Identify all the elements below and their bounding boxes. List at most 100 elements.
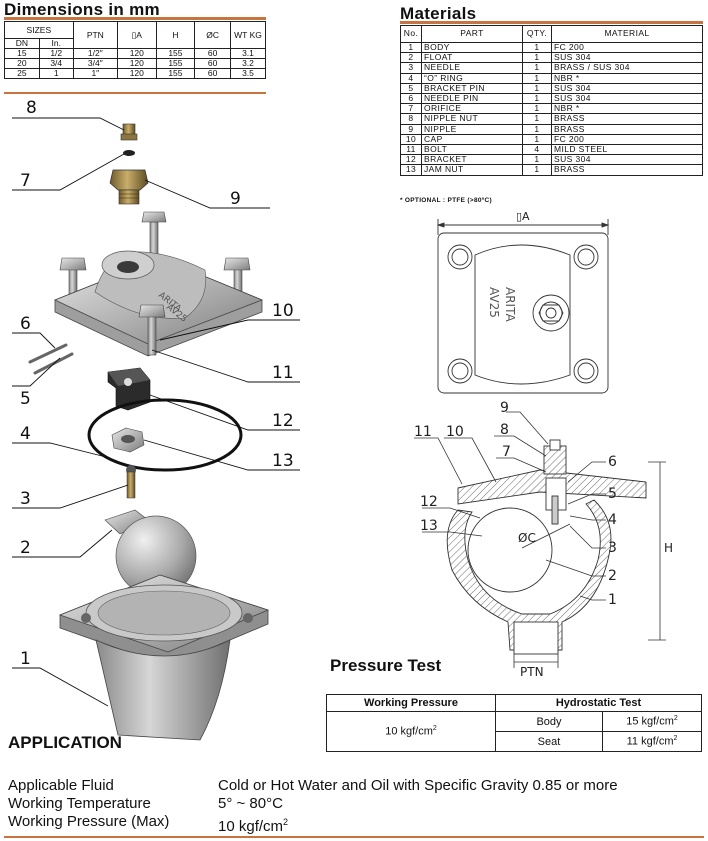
label-13: 13 bbox=[272, 451, 294, 471]
sec-dim-h: H bbox=[664, 541, 673, 555]
part-10-cap: ARITA AV25 bbox=[53, 250, 264, 357]
dim-header-dn: DN bbox=[4, 38, 40, 49]
mat-cell: FC 200 bbox=[551, 133, 703, 146]
mat-header-part: PART bbox=[421, 25, 523, 43]
materials-note: * OPTIONAL : PTFE (>80ºC) bbox=[400, 197, 492, 204]
top-view-drawing: ▯A ARITA AV25 bbox=[436, 210, 610, 394]
label-3: 3 bbox=[20, 489, 31, 509]
dimensions-title: Dimensions in mm bbox=[4, 0, 160, 19]
part-9-nipple bbox=[109, 169, 149, 205]
dim-cell: 60 bbox=[194, 68, 231, 79]
dim-header-sizes: SIZES bbox=[4, 21, 74, 39]
sec-label-9: 9 bbox=[500, 400, 509, 416]
part-3-needle bbox=[126, 465, 136, 499]
mat-cell: 5 bbox=[400, 82, 422, 95]
app-value-sup: 2 bbox=[283, 817, 289, 827]
mat-cell: 13 bbox=[400, 164, 422, 176]
label-4: 4 bbox=[20, 424, 31, 444]
mat-cell: NEEDLE PIN bbox=[421, 93, 523, 105]
dim-cell: 60 bbox=[194, 48, 231, 59]
app-value: 10 kgf/cm2 bbox=[218, 813, 288, 836]
mat-cell: FLOAT bbox=[421, 52, 523, 64]
dim-cell: 3/4 bbox=[38, 58, 74, 69]
label-7: 7 bbox=[20, 171, 31, 191]
bottom-rule bbox=[4, 836, 704, 838]
mat-cell: 1 bbox=[522, 72, 552, 84]
pt-wp-value-text: 10 kgf/cm bbox=[385, 725, 433, 738]
part-7-orifice bbox=[123, 150, 135, 156]
pt-body-sup: 2 bbox=[673, 715, 678, 723]
sec-label-5: 5 bbox=[608, 486, 617, 502]
dim-header-ptn: PTN bbox=[72, 21, 118, 49]
mat-cell: 4 bbox=[400, 72, 422, 84]
label-1: 1 bbox=[20, 649, 31, 669]
mat-cell: 1 bbox=[522, 123, 552, 135]
mat-cell: 7 bbox=[400, 103, 422, 115]
mat-cell: SUS 304 bbox=[551, 52, 703, 64]
pt-body-value-text: 15 kgf/cm bbox=[626, 715, 674, 728]
mat-cell: 1 bbox=[400, 41, 422, 54]
mat-cell: 8 bbox=[400, 113, 422, 125]
label-11: 11 bbox=[272, 363, 294, 383]
mat-cell: CAP bbox=[421, 133, 523, 146]
dim-cell: 1 bbox=[38, 68, 74, 79]
part-13-jam-nut bbox=[111, 427, 145, 453]
mat-cell: BRASS bbox=[551, 164, 703, 176]
sec-label-4: 4 bbox=[608, 512, 617, 528]
mat-cell: BRASS bbox=[551, 123, 703, 135]
sec-label-13: 13 bbox=[420, 518, 438, 534]
mat-cell: 6 bbox=[400, 93, 422, 105]
application-row: Applicable Fluid Cold or Hot Water and O… bbox=[8, 777, 698, 795]
pt-seat-label: Seat bbox=[495, 731, 603, 752]
mat-cell: NIPPLE bbox=[421, 123, 523, 135]
dimensions-bottom-rule bbox=[4, 92, 266, 94]
materials-title: Materials bbox=[400, 4, 477, 23]
dim-cell: 155 bbox=[155, 48, 196, 59]
mat-cell: 3 bbox=[400, 62, 422, 74]
dim-cell: 60 bbox=[194, 58, 231, 69]
app-value: 5° ~ 80°C bbox=[218, 795, 283, 812]
mat-cell: ORIFICE bbox=[421, 103, 523, 115]
dim-cell: 1″ bbox=[72, 68, 118, 79]
pt-seat-value: 11 kgf/cm2 bbox=[602, 731, 702, 752]
top-body-text-1: ARITA bbox=[503, 287, 517, 322]
mat-cell: 12 bbox=[400, 154, 422, 166]
mat-cell: 1 bbox=[522, 154, 552, 166]
dim-header-wt: WT KG bbox=[230, 21, 266, 49]
dim-header-h: H bbox=[155, 21, 196, 49]
application-title: APPLICATION bbox=[8, 733, 122, 752]
dim-header-in: In. bbox=[38, 38, 74, 49]
pt-wp-sup: 2 bbox=[432, 725, 437, 733]
mat-cell: 1 bbox=[522, 41, 552, 54]
sec-dim-ptn: PTN bbox=[520, 665, 544, 679]
pt-header-hydrostatic: Hydrostatic Test bbox=[495, 694, 702, 712]
part-1-body bbox=[58, 574, 270, 741]
label-9: 9 bbox=[230, 189, 241, 209]
sec-label-11: 11 bbox=[414, 424, 432, 440]
label-6: 6 bbox=[20, 314, 31, 334]
app-label: Working Temperature bbox=[8, 795, 151, 812]
materials-rule bbox=[400, 21, 703, 24]
dim-cell: 120 bbox=[116, 58, 157, 69]
mat-cell: SUS 304 bbox=[551, 154, 703, 166]
mat-cell: NEEDLE bbox=[421, 62, 523, 74]
exploded-view-illustration: ARITA AV25 bbox=[12, 98, 300, 741]
mat-cell: 1 bbox=[522, 62, 552, 74]
part-6-5-pins bbox=[28, 343, 74, 375]
label-10: 10 bbox=[272, 301, 294, 321]
top-body-text-2: AV25 bbox=[487, 287, 501, 318]
dim-cell: 25 bbox=[4, 68, 40, 79]
label-2: 2 bbox=[20, 538, 31, 558]
mat-cell: SUS 304 bbox=[551, 82, 703, 95]
part-12-bracket bbox=[107, 367, 151, 411]
dim-cell: 15 bbox=[4, 48, 40, 59]
